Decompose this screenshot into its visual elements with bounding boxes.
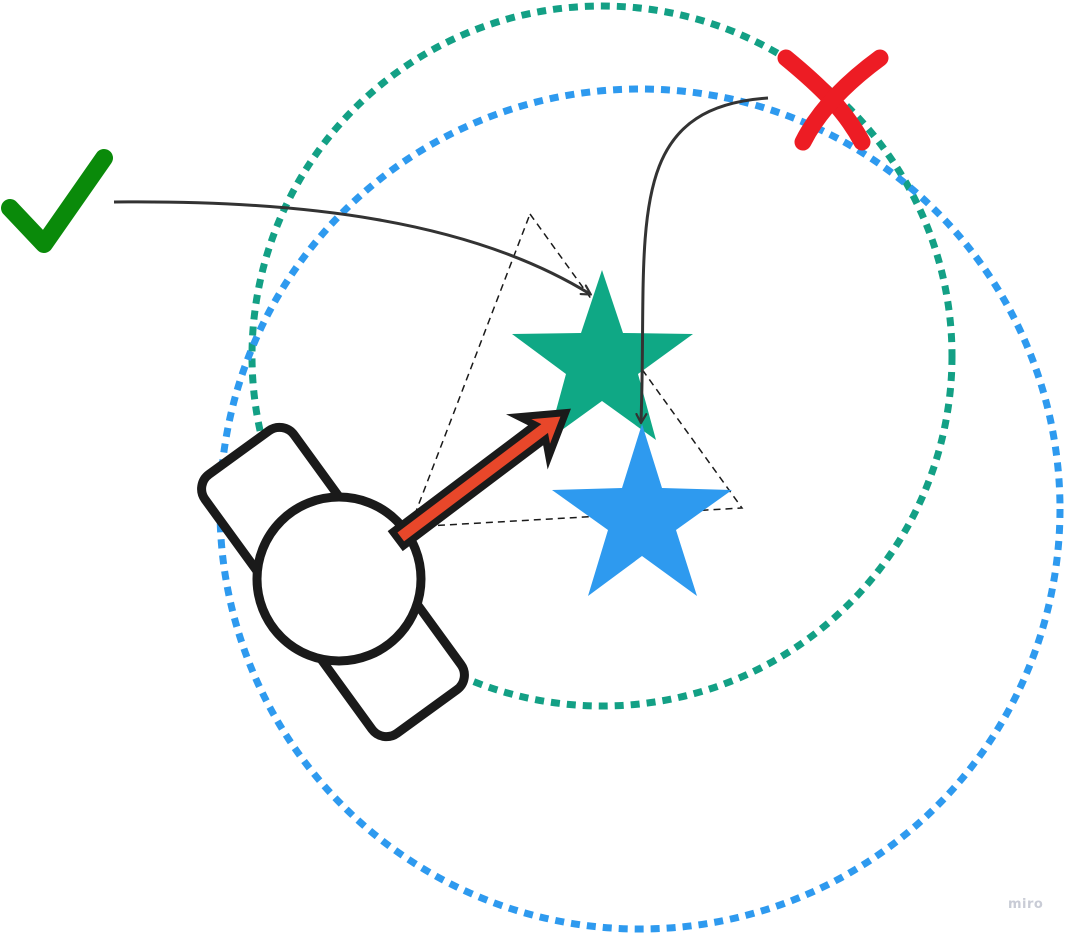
cross-connector-arrow bbox=[641, 96, 769, 422]
heading-arrow bbox=[387, 408, 571, 552]
cross-icon bbox=[777, 49, 889, 151]
green-star-icon bbox=[512, 270, 693, 440]
green-range-circle bbox=[248, 2, 956, 710]
miro-watermark: miro bbox=[1008, 897, 1044, 912]
robot-icon bbox=[252, 492, 426, 666]
blue-star-icon bbox=[552, 424, 732, 596]
checkmark-icon bbox=[1, 149, 113, 253]
check-connector-arrow bbox=[113, 200, 590, 294]
